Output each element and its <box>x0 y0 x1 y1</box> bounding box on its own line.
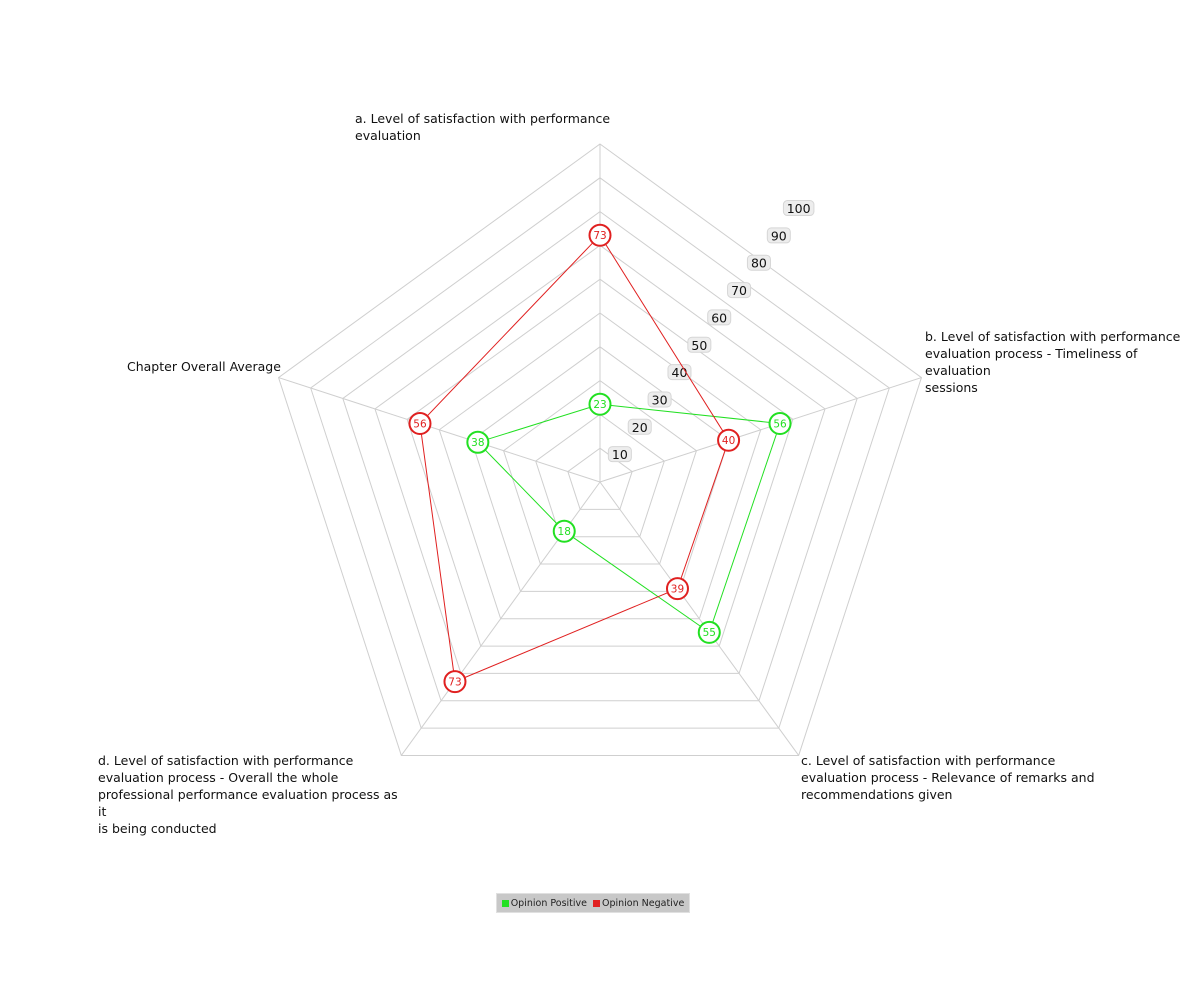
data-point[interactable] <box>717 428 741 452</box>
tick-label-bg <box>746 254 771 271</box>
series-negative: 73 40 39 73 56 <box>408 223 741 694</box>
tick-label-bg <box>782 200 815 217</box>
data-label: 73 <box>448 676 461 688</box>
tick-label-bg <box>707 309 732 326</box>
grid-ring <box>502 379 698 565</box>
tick-label: 100 <box>787 201 811 216</box>
legend-label-positive: Opinion Positive <box>510 897 587 909</box>
axis-label-line: evaluation process - Overall the whole <box>98 770 339 785</box>
axis-label-c: c. Level of satisfaction with performanc… <box>801 752 1101 803</box>
grid-ring <box>438 312 762 620</box>
series-layer: 23 56 55 18 38 73 40 39 73 56 <box>408 223 792 694</box>
axis-label-d: d. Level of satisfaction with performanc… <box>98 752 408 837</box>
axis-label-line: d. Level of satisfaction with performanc… <box>98 753 354 768</box>
tick-label-bg <box>627 418 652 435</box>
data-point[interactable] <box>443 670 467 694</box>
series-positive: 23 56 55 18 38 <box>466 392 792 644</box>
data-label: 56 <box>413 418 427 430</box>
data-label: 73 <box>593 230 606 242</box>
axis-label-line: evaluation <box>355 128 421 143</box>
tick-label-bg <box>647 391 672 408</box>
tick-label: 20 <box>632 420 648 435</box>
grid-ring <box>567 447 633 510</box>
tick-label: 80 <box>751 256 767 271</box>
radar-grid <box>277 143 923 756</box>
axis-spoke <box>599 377 922 483</box>
axis-label-b: b. Level of satisfaction with performanc… <box>925 328 1197 396</box>
grid-ring <box>374 244 826 674</box>
tick-label: 90 <box>771 228 787 243</box>
data-point[interactable] <box>768 412 792 436</box>
axis-spoke <box>278 377 601 483</box>
data-point[interactable] <box>588 392 612 416</box>
data-point[interactable] <box>697 620 721 644</box>
axis-label-line: evaluation process - Relevance of remark… <box>801 770 1095 785</box>
axis-label-line: c. Level of satisfaction with performanc… <box>801 753 1056 768</box>
grid-ring <box>470 346 730 592</box>
data-label: 38 <box>471 437 484 449</box>
legend-item-negative: Opinion Negative <box>593 898 684 909</box>
axis-label-line: evaluation process - Timeliness of evalu… <box>925 346 1138 378</box>
grid-ring <box>342 210 858 702</box>
legend-label-negative: Opinion Negative <box>602 897 685 909</box>
tick-label-bg <box>607 446 632 463</box>
tick-label-bg <box>727 282 752 299</box>
legend-swatch-negative <box>593 899 600 907</box>
legend-swatch-positive <box>501 899 509 907</box>
data-label: 56 <box>773 418 787 430</box>
data-label: 40 <box>722 435 735 447</box>
axis-label-a: a. Level of satisfaction with performanc… <box>355 110 625 144</box>
series-line <box>476 403 781 634</box>
data-point[interactable] <box>552 519 576 543</box>
tick-label: 50 <box>691 338 707 353</box>
grid-ring <box>406 278 794 647</box>
tick-label: 10 <box>612 447 628 462</box>
axis-label-line: b. Level of satisfaction with performanc… <box>925 329 1181 344</box>
axis-spoke <box>599 481 800 756</box>
grid-ring <box>310 177 890 729</box>
tick-label-bg <box>687 336 712 353</box>
axis-label-line: recommendations given <box>801 787 953 802</box>
legend-item-positive: Opinion Positive <box>501 897 587 909</box>
data-label: 39 <box>671 583 684 595</box>
chart-legend: Opinion Positive Opinion Negative <box>496 893 690 913</box>
data-point[interactable] <box>466 430 490 454</box>
tick-label: 70 <box>731 283 747 298</box>
data-point[interactable] <box>665 577 689 601</box>
data-point[interactable] <box>408 412 432 436</box>
grid-ring <box>535 413 665 538</box>
tick-label: 40 <box>672 365 688 380</box>
axis-label-line: is being conducted <box>98 821 217 836</box>
axis-label-line: professional performance evaluation proc… <box>98 787 398 819</box>
tick-label-bg <box>766 227 791 244</box>
tick-label: 30 <box>652 392 668 407</box>
data-label: 18 <box>558 526 571 538</box>
axis-label-overall: Chapter Overall Average <box>127 358 287 375</box>
tick-label: 60 <box>711 310 727 325</box>
axis-label-line: Chapter Overall Average <box>127 359 281 374</box>
data-point[interactable] <box>588 223 612 247</box>
series-line <box>419 234 730 683</box>
tick-label-bg <box>667 364 692 381</box>
axis-label-line: sessions <box>925 380 978 395</box>
data-label: 23 <box>593 399 606 411</box>
axis-label-line: a. Level of satisfaction with performanc… <box>355 111 611 126</box>
grid-ring <box>277 143 923 756</box>
data-label: 55 <box>703 627 716 639</box>
